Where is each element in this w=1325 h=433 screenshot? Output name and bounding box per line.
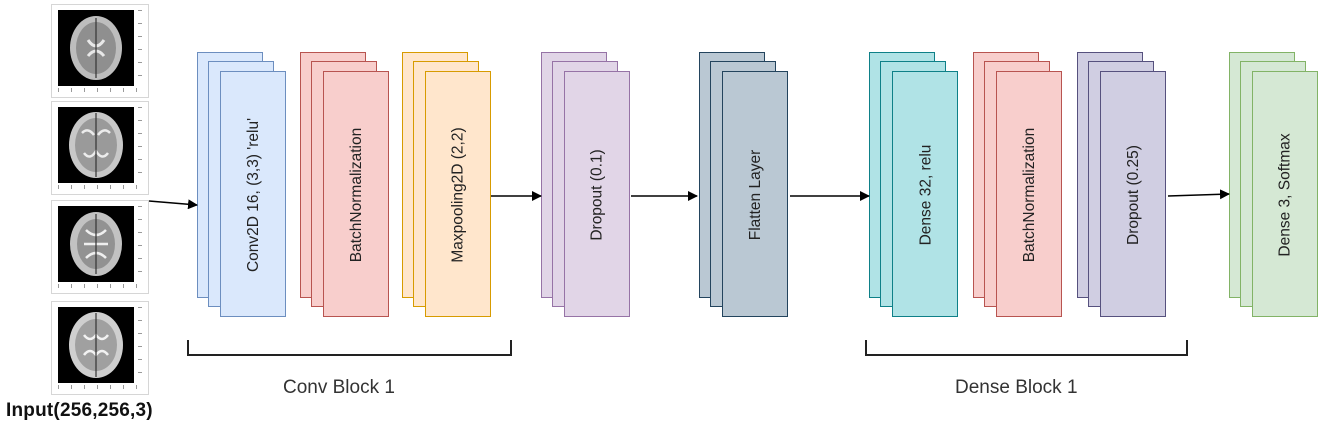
axis-ticks [58, 284, 138, 288]
brain-icon [69, 112, 123, 178]
layer-front-plate: Dense 32, relu [892, 71, 958, 317]
axis-ticks [58, 385, 138, 389]
dense-block-bracket [865, 340, 1188, 356]
mri-slice-2 [51, 101, 149, 195]
layer-batchnorm-2: BatchNormalization [973, 52, 1229, 317]
layer-front-plate: Dropout (0.1) [564, 71, 630, 317]
dense-block-label: Dense Block 1 [955, 377, 1078, 398]
layer-front-plate: Maxpooling2D (2,2) [425, 71, 491, 317]
axis-ticks [138, 107, 142, 183]
mri-slice-1 [51, 4, 149, 98]
layer-front-plate: BatchNormalization [323, 71, 389, 317]
layer-conv2d: Conv2D 16, (3,3) 'relu' [197, 52, 453, 317]
layer-batchnorm-1: BatchNormalization [300, 52, 556, 317]
axis-ticks [58, 88, 138, 92]
mri-slice-image [58, 107, 134, 183]
axis-ticks [138, 307, 142, 383]
layer-dropout-2: Dropout (0.25) [1077, 52, 1325, 317]
layer-dense-32: Dense 32, relu [869, 52, 1125, 317]
mri-slice-image [58, 10, 134, 86]
brain-icon [70, 16, 122, 80]
conv-block-bracket [187, 340, 512, 356]
layer-dense-softmax: Dense 3, Softmax [1229, 52, 1325, 317]
layer-maxpooling: Maxpooling2D (2,2) [402, 52, 658, 317]
mri-slice-3 [51, 200, 149, 294]
layer-front-plate: Dense 3, Softmax [1252, 71, 1318, 317]
layer-front-plate: Conv2D 16, (3,3) 'relu' [220, 71, 286, 317]
input-shape-label: Input(256,256,3) [6, 400, 153, 421]
arrow-input-to-conv [148, 199, 198, 210]
layer-dropout-1: Dropout (0.1) [541, 52, 797, 317]
layer-flatten: Flatten Layer [699, 52, 955, 317]
arrow-dropout-to-softmax [1167, 189, 1230, 200]
brain-icon [70, 212, 122, 276]
mri-slice-image [58, 307, 134, 383]
layer-front-plate: BatchNormalization [996, 71, 1062, 317]
brain-icon [69, 312, 123, 378]
axis-ticks [58, 185, 138, 189]
mri-slice-image [58, 206, 134, 282]
mri-slice-4 [51, 301, 149, 395]
axis-ticks [138, 10, 142, 86]
layer-front-plate: Flatten Layer [722, 71, 788, 317]
conv-block-label: Conv Block 1 [283, 377, 395, 398]
layer-front-plate: Dropout (0.25) [1100, 71, 1166, 317]
axis-ticks [138, 206, 142, 282]
